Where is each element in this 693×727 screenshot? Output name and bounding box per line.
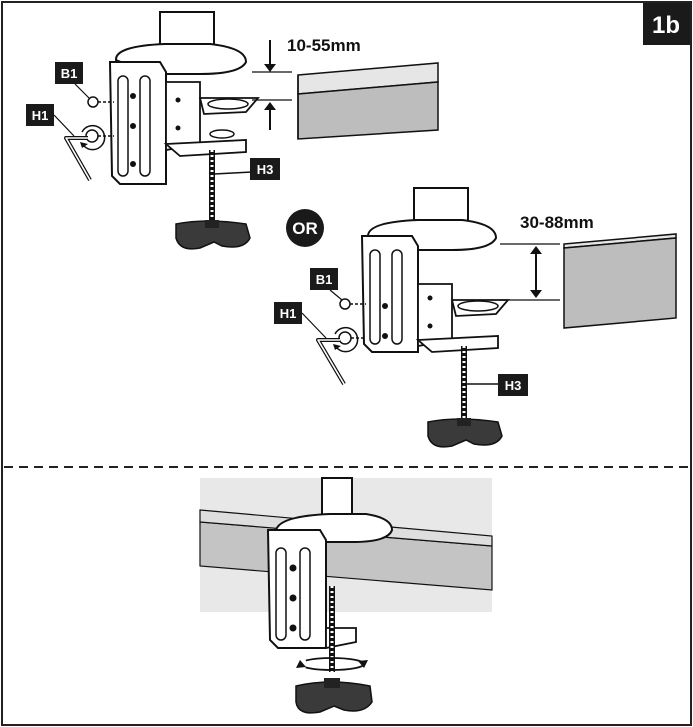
leader-h3-a — [213, 171, 253, 175]
svg-text:H3: H3 — [257, 162, 274, 177]
clamp-knob-b-icon — [427, 418, 503, 448]
tag-h3-b: H3 — [498, 374, 528, 396]
svg-text:H3: H3 — [505, 378, 522, 393]
bolt-icon — [87, 96, 114, 108]
or-badge: OR — [286, 209, 324, 247]
option-a-clamp-illustration: 10-55mm B1 H1 H3 — [26, 11, 439, 250]
hex-key-icon — [64, 136, 92, 181]
step-badge: 1b — [643, 3, 690, 45]
rotate-arrow-icon — [80, 124, 114, 151]
desk-a — [297, 62, 439, 140]
dimension-arrow-b-icon — [500, 243, 560, 301]
tag-h1-a: H1 — [26, 104, 75, 137]
or-label: OR — [292, 219, 318, 238]
range-label-b: 30-88mm — [520, 213, 594, 232]
clamp-body-a — [108, 61, 260, 185]
tag-b1-a: B1 — [55, 62, 90, 99]
rotate-arrow-b-icon — [333, 326, 366, 353]
clamp-body-b — [360, 235, 510, 353]
desk-b — [563, 233, 677, 329]
clamp-knob-icon — [175, 220, 251, 250]
svg-text:B1: B1 — [61, 66, 78, 81]
tag-b1-b: B1 — [310, 268, 343, 301]
option-b-clamp-illustration: 30-88mm B1 H1 H3 — [274, 187, 677, 448]
tag-h1-b: H1 — [274, 302, 327, 339]
hex-key-b-icon — [316, 338, 346, 386]
svg-text:H1: H1 — [32, 108, 49, 123]
rotate-arrow-installed-icon — [296, 657, 368, 671]
svg-text:H1: H1 — [280, 306, 297, 321]
dimension-arrow-icon — [252, 40, 292, 130]
tag-h3-a: H3 — [250, 158, 280, 180]
bolt-b-icon — [339, 298, 366, 310]
range-label-a: 10-55mm — [287, 36, 361, 55]
clamp-knob-installed-icon — [295, 678, 373, 714]
installed-clamp-illustration — [199, 477, 493, 714]
svg-text:B1: B1 — [316, 272, 333, 287]
step-label: 1b — [652, 12, 680, 39]
